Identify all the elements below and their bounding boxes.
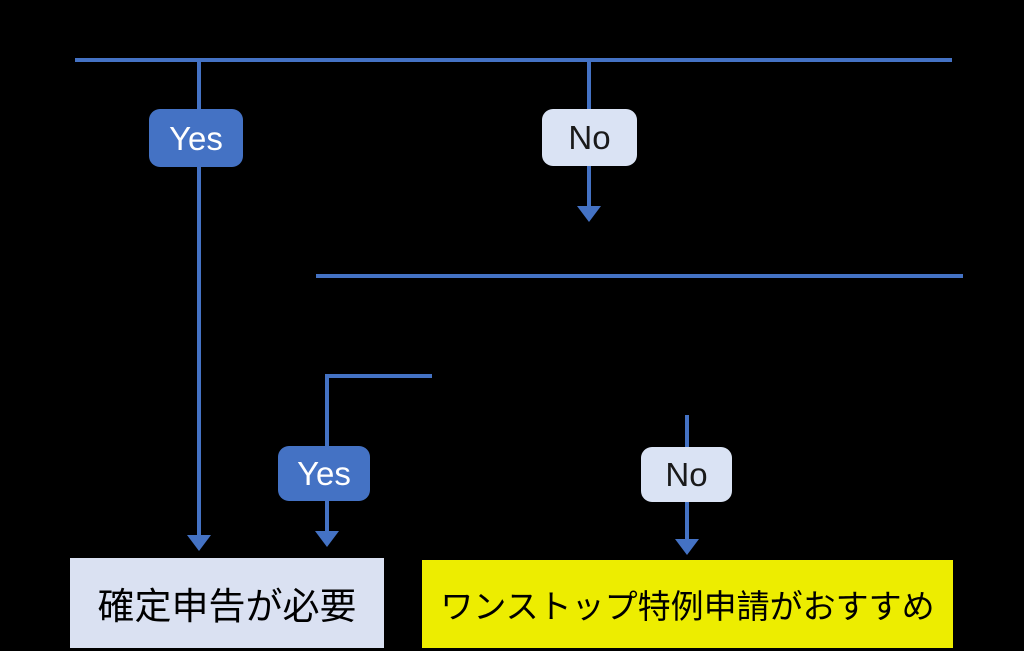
outcome-box-onestop: ワンストップ特例申請がおすすめ <box>422 560 953 648</box>
yes-badge-2: Yes <box>278 446 370 501</box>
outcome-box-tax-return-label: 確定申告が必要 <box>97 586 357 627</box>
outcome-box-tax-return: 確定申告が必要 <box>70 558 384 648</box>
no-badge-2-label: No <box>665 456 708 493</box>
yes-badge-1: Yes <box>149 109 243 167</box>
no-badge-1-label: No <box>568 119 611 156</box>
no-badge-2: No <box>641 447 732 502</box>
no-badge-1: No <box>542 109 637 166</box>
yes-branch-line-1 <box>197 58 201 535</box>
yes-badge-1-label: Yes <box>169 119 223 157</box>
arrow-down-icon <box>315 531 339 547</box>
arrow-down-icon <box>187 535 211 551</box>
yes-badge-2-label: Yes <box>297 455 351 492</box>
branch-line-top <box>75 58 952 62</box>
branch-line-second <box>316 274 963 278</box>
elbow-connector-horizontal <box>325 374 432 378</box>
arrow-down-icon <box>577 206 601 222</box>
arrow-down-icon <box>675 539 699 555</box>
outcome-box-onestop-label: ワンストップ特例申請がおすすめ <box>440 588 935 625</box>
